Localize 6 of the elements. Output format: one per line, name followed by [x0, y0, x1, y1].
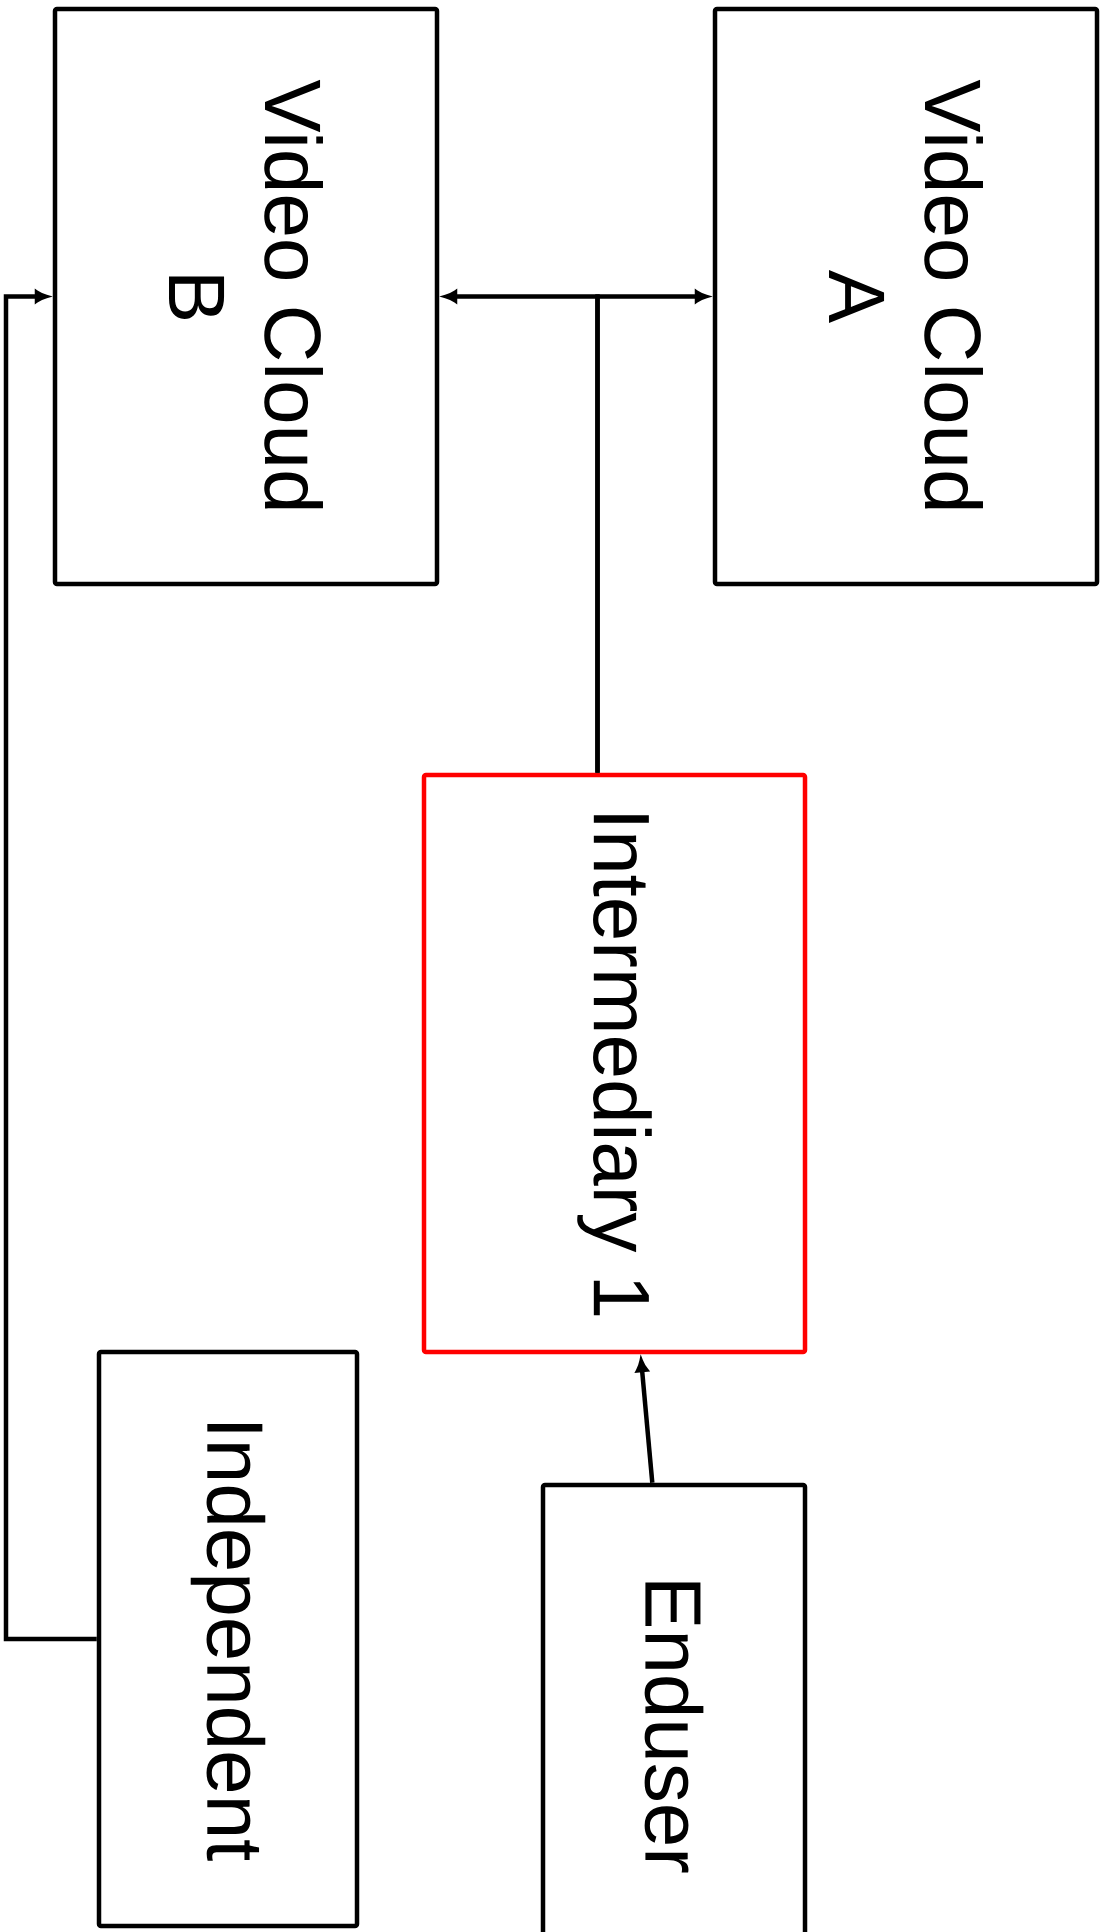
process-box: Independent	[96, 1349, 360, 1929]
process-box: Intermediary 1	[421, 772, 808, 1355]
process-box: Video Cloud B	[52, 6, 440, 587]
process-box: Enduser	[540, 1482, 808, 1932]
process-box: Video Cloud A	[712, 6, 1100, 587]
arrow	[3, 290, 97, 1642]
